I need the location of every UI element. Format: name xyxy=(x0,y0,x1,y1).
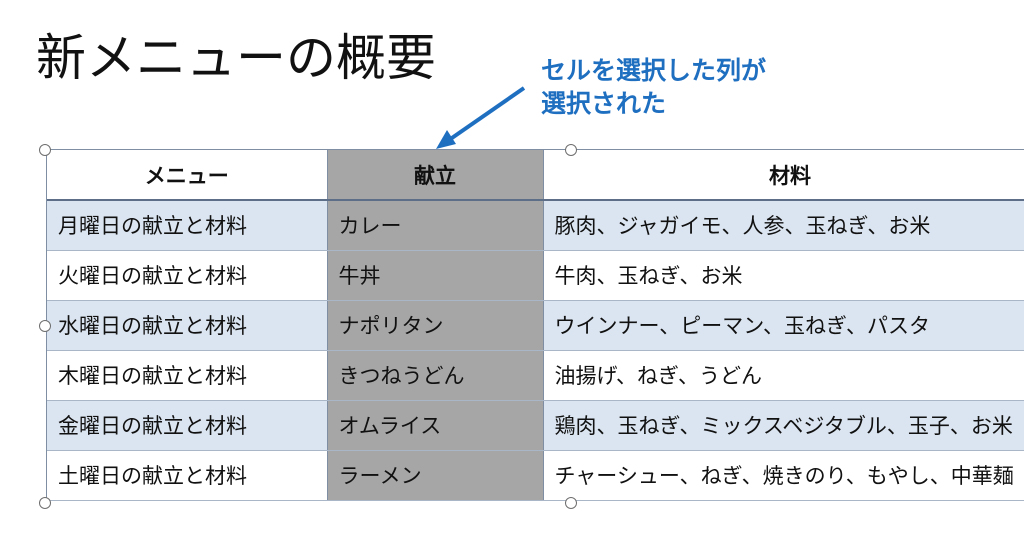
menu-table[interactable]: メニュー 献立 材料 月曜日の献立と材料 カレー 豚肉、ジャガイモ、人参、玉ねぎ… xyxy=(47,150,1024,501)
table-cell[interactable]: 水曜日の献立と材料 xyxy=(47,300,328,351)
table-cell[interactable]: チャーシュー、ねぎ、焼きのり、もやし、中華麺 xyxy=(543,450,1024,501)
table-cell-selected[interactable]: ナポリタン xyxy=(327,300,544,351)
table-cell-selected[interactable]: きつねうどん xyxy=(327,350,544,401)
table-cell-selected[interactable]: ラーメン xyxy=(327,450,544,501)
table-cell[interactable]: 牛肉、玉ねぎ、お米 xyxy=(543,250,1024,301)
header-cell-menu[interactable]: メニュー xyxy=(47,150,328,201)
resize-handle-top-middle[interactable] xyxy=(565,144,577,156)
table-cell[interactable]: 木曜日の献立と材料 xyxy=(47,350,328,401)
callout-text[interactable]: セルを選択した列が 選択された xyxy=(541,54,766,120)
table-cell[interactable]: 土曜日の献立と材料 xyxy=(47,450,328,501)
table-cell[interactable]: ウインナー、ピーマン、玉ねぎ、パスタ xyxy=(543,300,1024,351)
table-row: 金曜日の献立と材料 オムライス 鶏肉、玉ねぎ、ミックスベジタブル、玉子、お米 xyxy=(47,400,1024,451)
resize-handle-top-left[interactable] xyxy=(39,144,51,156)
menu-table-frame[interactable]: メニュー 献立 材料 月曜日の献立と材料 カレー 豚肉、ジャガイモ、人参、玉ねぎ… xyxy=(46,149,1024,505)
table-cell-selected[interactable]: オムライス xyxy=(327,400,544,451)
header-cell-kondate[interactable]: 献立 xyxy=(327,150,544,201)
table-cell[interactable]: 金曜日の献立と材料 xyxy=(47,400,328,451)
table-row: 火曜日の献立と材料 牛丼 牛肉、玉ねぎ、お米 xyxy=(47,250,1024,301)
table-cell-selected[interactable]: 牛丼 xyxy=(327,250,544,301)
callout-line-2: 選択された xyxy=(541,89,667,118)
resize-handle-middle-left[interactable] xyxy=(39,320,51,332)
resize-handle-bottom-left[interactable] xyxy=(39,497,51,509)
table-cell[interactable]: 鶏肉、玉ねぎ、ミックスベジタブル、玉子、お米 xyxy=(543,400,1024,451)
table-cell-selected[interactable]: カレー xyxy=(327,200,544,251)
table-row: 水曜日の献立と材料 ナポリタン ウインナー、ピーマン、玉ねぎ、パスタ xyxy=(47,300,1024,351)
table-cell[interactable]: 油揚げ、ねぎ、うどん xyxy=(543,350,1024,401)
header-cell-ingredients[interactable]: 材料 xyxy=(543,150,1024,201)
table-row: 土曜日の献立と材料 ラーメン チャーシュー、ねぎ、焼きのり、もやし、中華麺 xyxy=(47,450,1024,501)
table-cell[interactable]: 月曜日の献立と材料 xyxy=(47,200,328,251)
callout-line-1: セルを選択した列が xyxy=(541,56,767,85)
header-row: メニュー 献立 材料 xyxy=(47,150,1024,201)
table-cell[interactable]: 火曜日の献立と材料 xyxy=(47,250,328,301)
table-row: 木曜日の献立と材料 きつねうどん 油揚げ、ねぎ、うどん xyxy=(47,350,1024,401)
resize-handle-bottom-middle[interactable] xyxy=(565,497,577,509)
table-row: 月曜日の献立と材料 カレー 豚肉、ジャガイモ、人参、玉ねぎ、お米 xyxy=(47,200,1024,251)
table-cell[interactable]: 豚肉、ジャガイモ、人参、玉ねぎ、お米 xyxy=(543,200,1024,251)
slide-title[interactable]: 新メニューの概要 xyxy=(36,29,436,87)
